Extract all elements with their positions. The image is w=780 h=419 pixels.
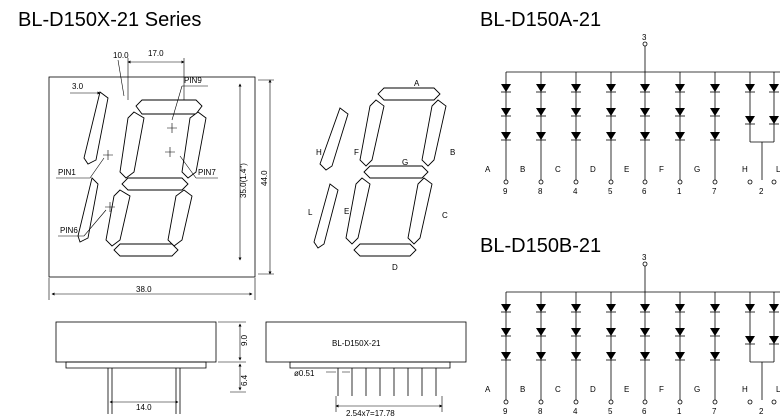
- b-seg-b: B: [520, 385, 525, 394]
- b-pin-2: 4: [573, 407, 578, 416]
- seg-label-b: B: [450, 148, 455, 157]
- schematic-b: 3A B C D E F G H L 9 8 4 5 6 1 7 2: [485, 253, 780, 416]
- a-pin-1: 8: [538, 187, 543, 196]
- seg-label-f: F: [354, 148, 359, 157]
- a-pin-5: 1: [677, 187, 682, 196]
- a-pin-7: 2: [759, 187, 764, 196]
- a-seg-f: F: [659, 165, 664, 174]
- a-pin-3: 5: [608, 187, 613, 196]
- side-part-label: BL-D150X-21: [332, 339, 381, 348]
- a-seg-h: H: [742, 165, 748, 174]
- a-common-pin: 3: [642, 33, 647, 42]
- a-seg-g: G: [694, 165, 700, 174]
- b-seg-e: E: [624, 385, 629, 394]
- segment-view: A B C D E F G H L: [308, 79, 455, 272]
- seg-label-g: G: [402, 158, 408, 167]
- side-view-right: BL-D150X-21 ø0.51 2.54x7=17.78: [265, 321, 467, 418]
- seg-label-c: C: [442, 211, 448, 220]
- a-seg-c: C: [555, 165, 561, 174]
- b-pin-6: 7: [712, 407, 717, 416]
- b-seg-a: A: [485, 385, 491, 394]
- dim-pin-length: 6.4: [240, 374, 249, 386]
- a-pin-4: 6: [642, 187, 647, 196]
- pin7-label: PIN7: [198, 168, 216, 177]
- seg-label-l: L: [308, 208, 313, 217]
- b-seg-d: D: [590, 385, 596, 394]
- front-view: 10.0 17.0 3.0 35.0(1.4") 44.0 38.0 PIN9 …: [48, 49, 274, 300]
- dim-char-height: 35.0(1.4"): [239, 163, 248, 198]
- b-seg-l: L: [776, 385, 780, 394]
- variant-a-title: BL-D150A-21: [480, 9, 601, 31]
- a-seg-e: E: [624, 165, 629, 174]
- variant-b-title: BL-D150B-21: [480, 235, 601, 257]
- b-pin-0: 9: [503, 407, 508, 416]
- dim-total-height: 44.0: [260, 170, 269, 186]
- dim-seg-spacing: 10.0: [113, 51, 129, 60]
- b-common-pin: 3: [642, 253, 647, 262]
- a-seg-d: D: [590, 165, 596, 174]
- dim-top-width: 17.0: [148, 49, 164, 58]
- seg-label-h: H: [316, 148, 322, 157]
- b-pin-3: 5: [608, 407, 613, 416]
- dim-pin-span: 14.0: [136, 403, 152, 412]
- b-pin-1: 8: [538, 407, 543, 416]
- dim-pitch: 2.54x7=17.78: [346, 409, 395, 418]
- schematic-a: 3A B C D E F G H L 9 8 4 5 6 1 7 2: [485, 33, 780, 196]
- b-seg-c: C: [555, 385, 561, 394]
- a-seg-a: A: [485, 165, 491, 174]
- b-pin-7: 2: [759, 407, 764, 416]
- a-pin-0: 9: [503, 187, 508, 196]
- side-view-left: 9.0 6.4 14.0: [55, 321, 249, 414]
- b-pin-4: 6: [642, 407, 647, 416]
- pin1-label: PIN1: [58, 168, 76, 177]
- pin9-label: PIN9: [184, 76, 202, 85]
- dim-slant: 3.0: [72, 82, 84, 91]
- seg-label-e: E: [344, 207, 349, 216]
- a-pin-2: 4: [573, 187, 578, 196]
- b-seg-g: G: [694, 385, 700, 394]
- series-title: BL-D150X-21 Series: [18, 9, 201, 31]
- a-seg-b: B: [520, 165, 525, 174]
- dim-total-width: 38.0: [136, 285, 152, 294]
- a-seg-l: L: [776, 165, 780, 174]
- pin6-label: PIN6: [60, 226, 78, 235]
- dim-pin-diameter: ø0.51: [294, 369, 315, 378]
- a-pin-6: 7: [712, 187, 717, 196]
- seg-label-d: D: [392, 263, 398, 272]
- b-pin-5: 1: [677, 407, 682, 416]
- dim-side-height: 9.0: [240, 334, 249, 346]
- b-seg-f: F: [659, 385, 664, 394]
- b-seg-h: H: [742, 385, 748, 394]
- seg-label-a: A: [414, 79, 420, 88]
